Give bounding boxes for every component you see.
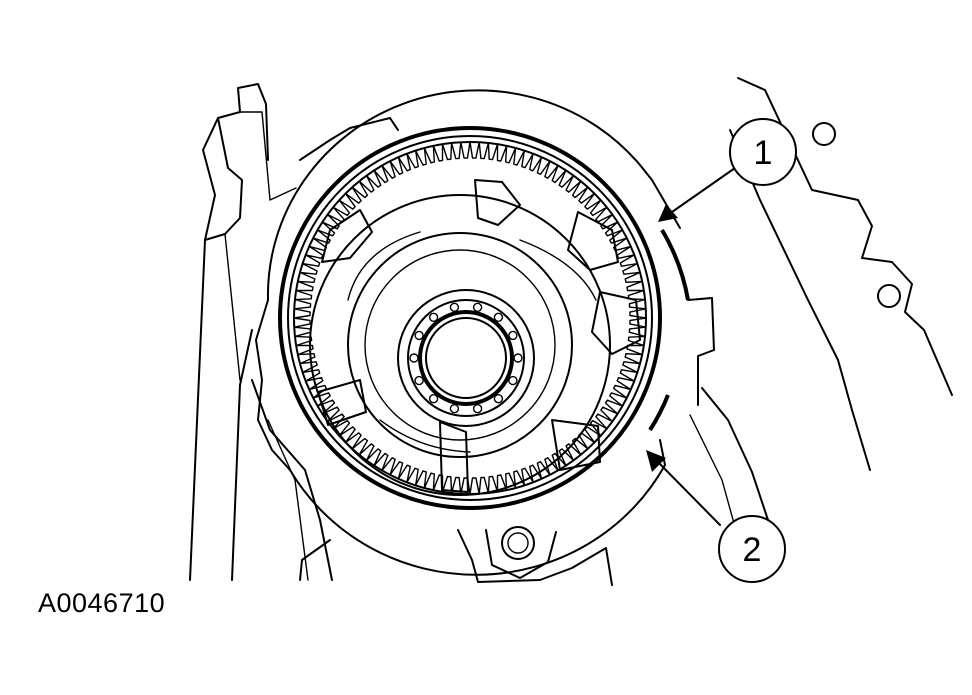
callout-2: 2	[718, 515, 786, 583]
bearing-roller	[508, 330, 518, 341]
bearing-roller	[428, 394, 439, 404]
arrowhead-2	[646, 450, 666, 472]
planet-carrier	[309, 179, 641, 496]
snap-ring	[648, 228, 690, 432]
bearing-roller	[472, 404, 483, 414]
bearing-roller	[493, 394, 504, 404]
bearing-roller	[508, 375, 518, 386]
needle-bearing-rollers	[409, 302, 523, 414]
bearing-roller	[513, 353, 523, 363]
bearing-roller	[414, 330, 424, 341]
arrowhead-1	[658, 204, 678, 222]
ring-gear-teeth	[293, 141, 647, 495]
bearing-roller	[409, 353, 419, 363]
bearing-roller	[472, 302, 483, 312]
bearing-roller	[428, 312, 439, 322]
hub	[397, 289, 535, 427]
outer-flange	[255, 89, 715, 576]
callout-1-label: 1	[754, 134, 773, 172]
figure-id-label: A0046710	[38, 588, 166, 618]
bearing-roller	[414, 375, 424, 386]
case-housing-left	[189, 83, 333, 581]
bearing-roller	[449, 302, 460, 312]
gear-tooth-profile	[293, 141, 647, 495]
case-boss	[457, 526, 613, 586]
leader-lines	[646, 167, 736, 526]
bearing-roller	[493, 312, 504, 322]
bearing-roller	[449, 404, 460, 414]
callout-2-label: 2	[743, 531, 762, 569]
callout-1: 1	[729, 118, 797, 186]
